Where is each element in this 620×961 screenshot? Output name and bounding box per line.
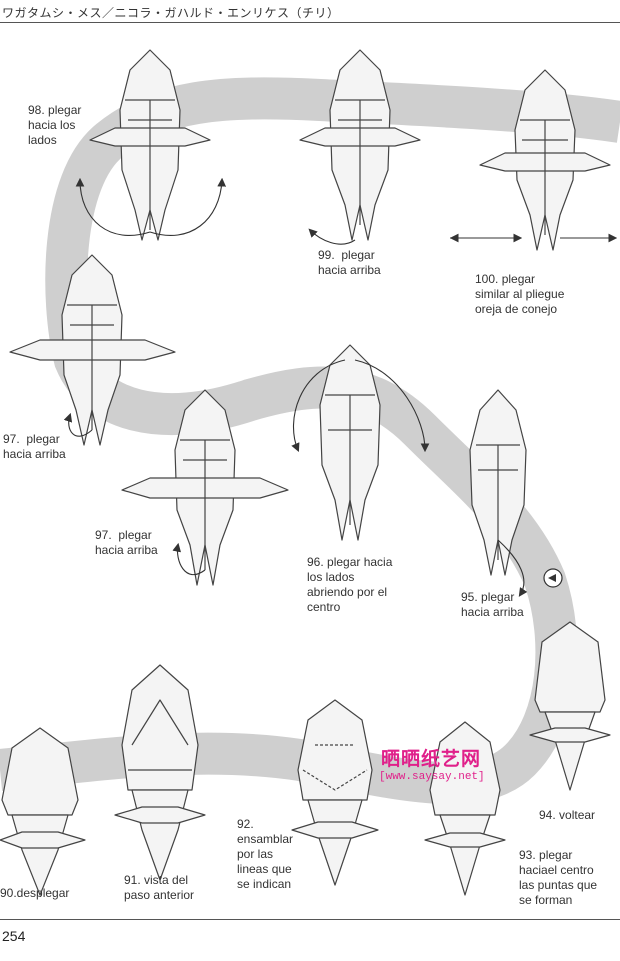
model-step-91 <box>115 665 205 880</box>
step-96-label: 96. plegar hacia los lados abriendo por … <box>307 555 392 615</box>
step-92-label: 92. ensamblar por las lineas que se indi… <box>237 817 293 892</box>
model-step-92 <box>292 700 378 885</box>
step-93-label: 93. plegar haciael centro las puntas que… <box>519 848 597 908</box>
page-number: 254 <box>2 928 25 944</box>
watermark-site: 晒晒纸艺网 <box>381 744 481 771</box>
model-step-99 <box>300 50 420 240</box>
footer-divider <box>0 919 620 920</box>
step-95-label: 95. plegar hacia arriba <box>461 590 524 620</box>
step-91-label: 91. vista del paso anterior <box>124 873 194 903</box>
step-90-label: 90.desplegar <box>0 886 69 901</box>
step-94-label: 94. voltear <box>539 808 595 823</box>
model-step-96 <box>320 345 380 540</box>
step-100-label: 100. plegar similar al pliegue oreja de … <box>475 272 564 317</box>
step-98-label: 98. plegar hacia los lados <box>28 103 81 148</box>
step-99-label: 99. plegar hacia arriba <box>318 248 381 278</box>
turn-over-icon <box>544 569 562 587</box>
watermark-url: [www.saysay.net] <box>379 771 485 783</box>
step-97a-label: 97. plegar hacia arriba <box>3 432 66 462</box>
step-97b-label: 97. plegar hacia arriba <box>95 528 158 558</box>
